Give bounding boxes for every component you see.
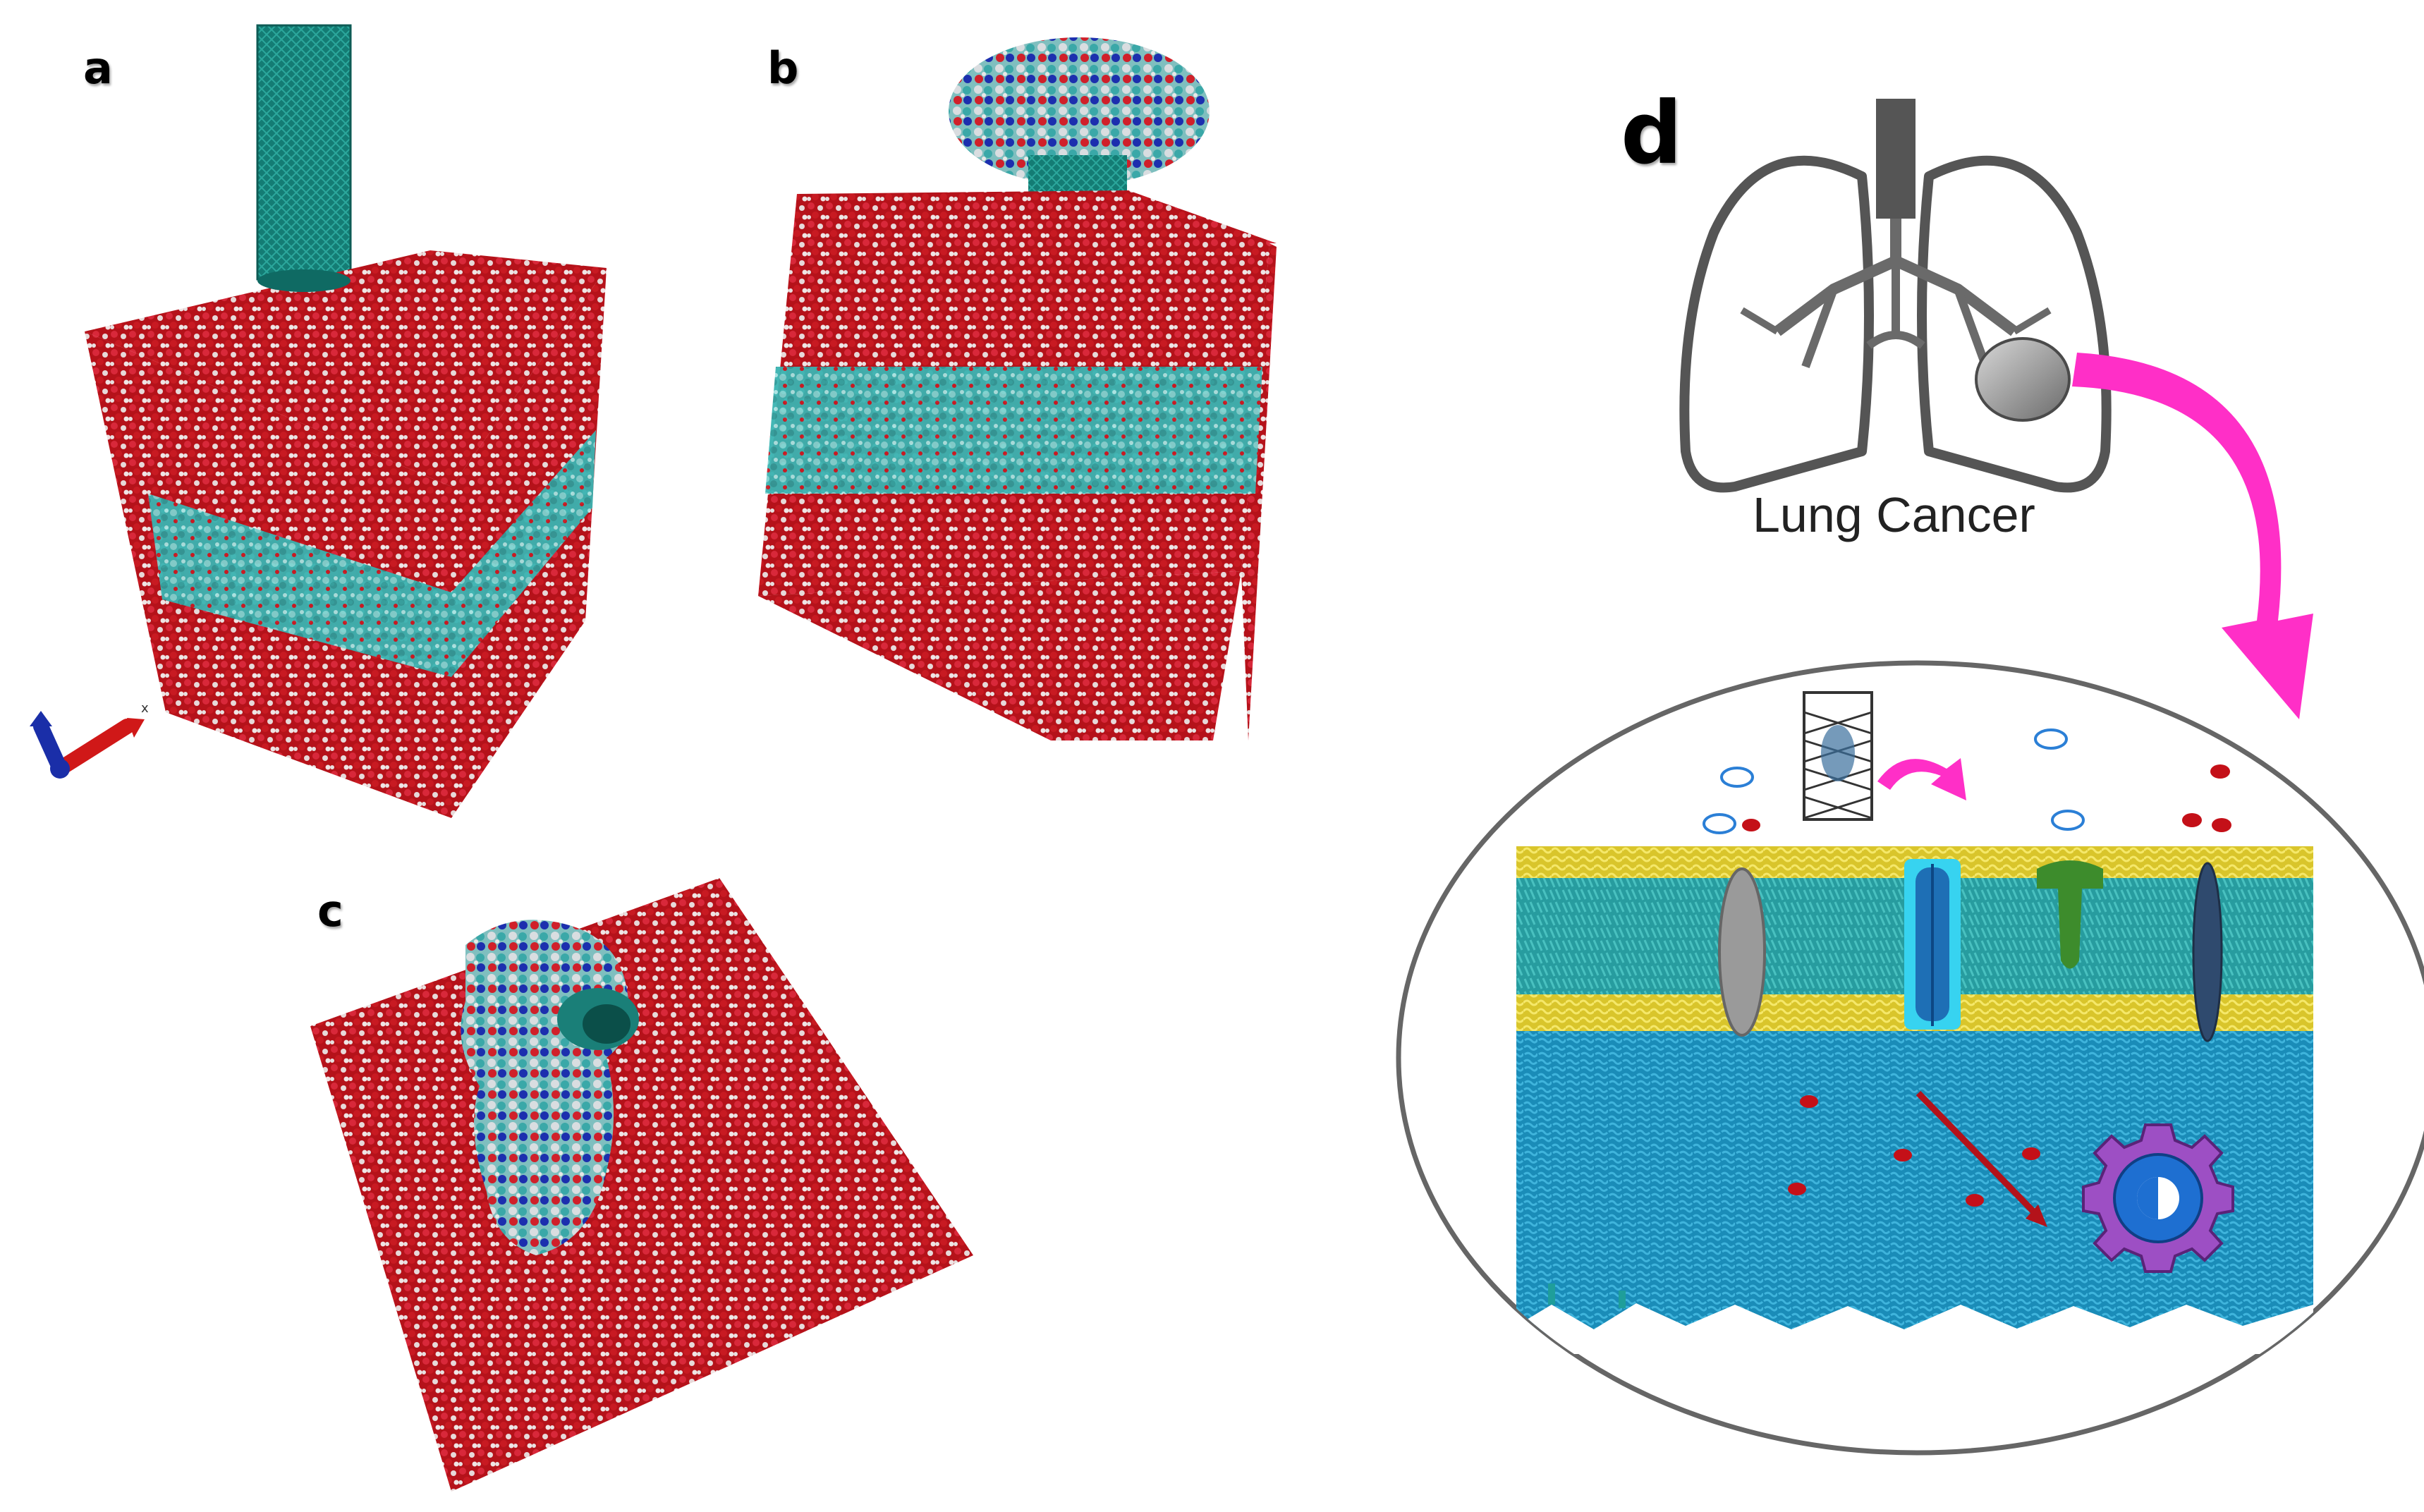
gear-icon: [2082, 1123, 2234, 1273]
lungs-icon: [1679, 99, 2112, 493]
gray-membrane-protein: [1718, 867, 1766, 1037]
water-slab: [310, 878, 973, 1492]
blue-ion-channel: [1904, 859, 1961, 1030]
panel-b-simulation-box: [758, 37, 1277, 740]
box-bottom-face: [758, 571, 1241, 740]
panel-a-simulation-box: x: [30, 24, 607, 818]
panel-label-a: a: [83, 42, 113, 94]
carbon-nanotube: [257, 25, 351, 279]
green-receptor: [2037, 860, 2103, 969]
lipid-layer: [148, 494, 451, 677]
nanotube-icon: [1803, 691, 1873, 821]
panel-label-b: b: [767, 42, 799, 94]
panel-d-schematic: [1396, 99, 2424, 1456]
dark-membrane-protein: [2192, 862, 2223, 1042]
svg-text:x: x: [141, 701, 149, 716]
ion-particles: [1703, 728, 2231, 1207]
lipid-layer: [765, 367, 1262, 494]
signal-arrow: [1916, 1090, 2041, 1219]
tumor-icon: [1975, 337, 2071, 422]
lipid-layer-side: [451, 430, 596, 677]
curved-arrow-icon: [2072, 353, 2313, 719]
panel-c-simulation-slab: [310, 878, 973, 1492]
lung-cancer-caption: Lung Cancer: [1753, 487, 2035, 542]
insertion-arrow-icon: [1877, 758, 1966, 800]
protein-cluster: [949, 37, 1210, 185]
box-top-face: [85, 250, 607, 487]
panel-label-c: c: [317, 885, 343, 937]
panel-label-d: d: [1621, 83, 1683, 183]
axis-triad-icon: x: [30, 701, 149, 779]
